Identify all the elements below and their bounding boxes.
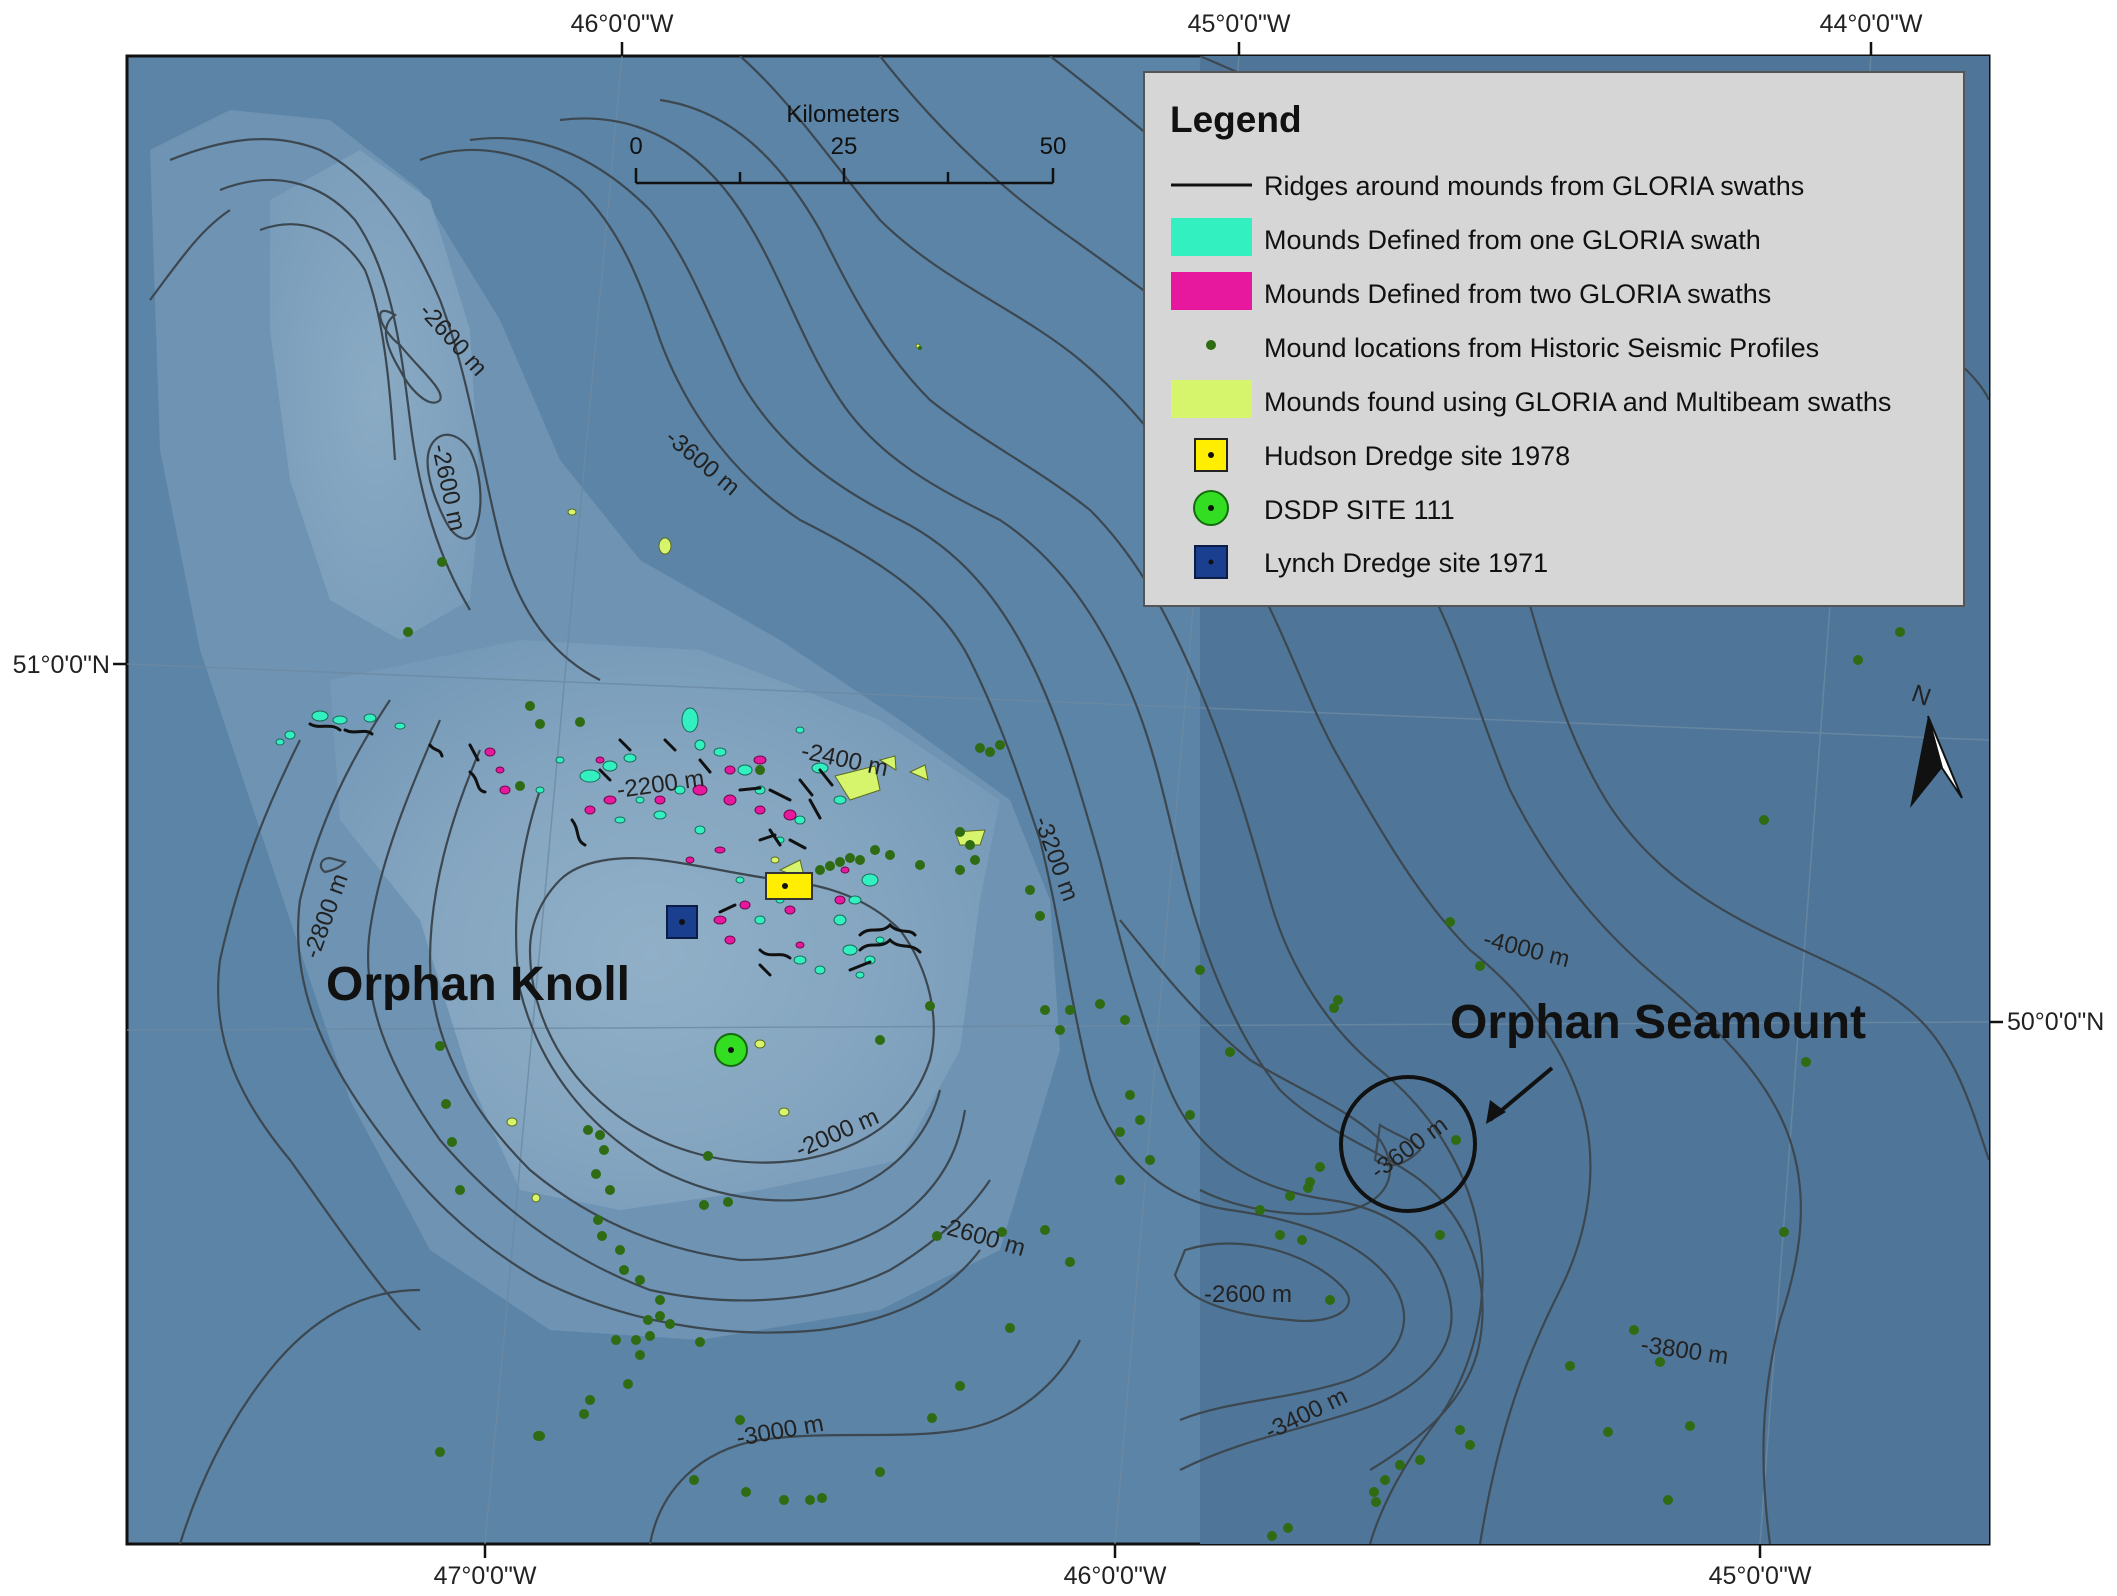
orphan-seamount-label: Orphan Seamount: [1450, 996, 1866, 1049]
graticule-top-label: 45°0'0"W: [1188, 10, 1291, 38]
legend: Legend Ridges around mounds from GLORIA …: [1143, 71, 1965, 607]
graticule-bottom-label: 45°0'0"W: [1709, 1562, 1812, 1590]
legend-two-swath-symbol: [1171, 272, 1252, 310]
legend-label: Mounds Defined from two GLORIA swaths: [1264, 279, 1771, 309]
north-arrow: N: [1908, 679, 1963, 808]
scale-tick-label: 25: [831, 133, 858, 160]
seamount-circle: [1339, 1075, 1477, 1213]
legend-label: Mound locations from Historic Seismic Pr…: [1264, 333, 1819, 363]
mound-features: [275, 343, 1905, 1541]
legend-box: [1143, 71, 1965, 607]
scale-tick-label: 0: [629, 133, 642, 160]
legend-label: Lynch Dredge site 1971: [1264, 548, 1548, 578]
graticule-top-label: 44°0'0"W: [1820, 10, 1923, 38]
legend-title: Legend: [1170, 99, 1302, 140]
frame-ticks: [113, 42, 2003, 1558]
orphan-knoll-label: Orphan Knoll: [326, 958, 630, 1011]
graticule-bottom-label: 47°0'0"W: [434, 1562, 537, 1590]
scale-bar: Kilometers 0 25 50: [629, 101, 1067, 185]
legend-label: DSDP SITE 111: [1264, 495, 1455, 525]
legend-lynch-symbol: [1194, 545, 1228, 579]
legend-label: Mounds Defined from one GLORIA swath: [1264, 225, 1761, 255]
scale-bar-title: Kilometers: [786, 101, 899, 128]
legend-label: Mounds found using GLORIA and Multibeam …: [1264, 387, 1891, 417]
legend-multibeam-symbol: [1171, 380, 1252, 418]
graticule-right-label: 50°0'0"N: [2007, 1008, 2104, 1036]
legend-one-swath-symbol: [1171, 218, 1252, 256]
graticule-bottom-label: 46°0'0"W: [1064, 1562, 1167, 1590]
legend-seismic-dot-symbol: [1206, 340, 1216, 350]
graticule-left-label: 51°0'0"N: [13, 651, 110, 679]
contour-label: -2600 m: [1204, 1281, 1292, 1308]
legend-label: Ridges around mounds from GLORIA swaths: [1264, 171, 1804, 201]
graticule-top-label: 46°0'0"W: [571, 10, 674, 38]
legend-label: Hudson Dredge site 1978: [1264, 441, 1570, 471]
contour-lines: [149, 56, 1989, 1544]
scale-tick-label: 50: [1040, 133, 1067, 160]
